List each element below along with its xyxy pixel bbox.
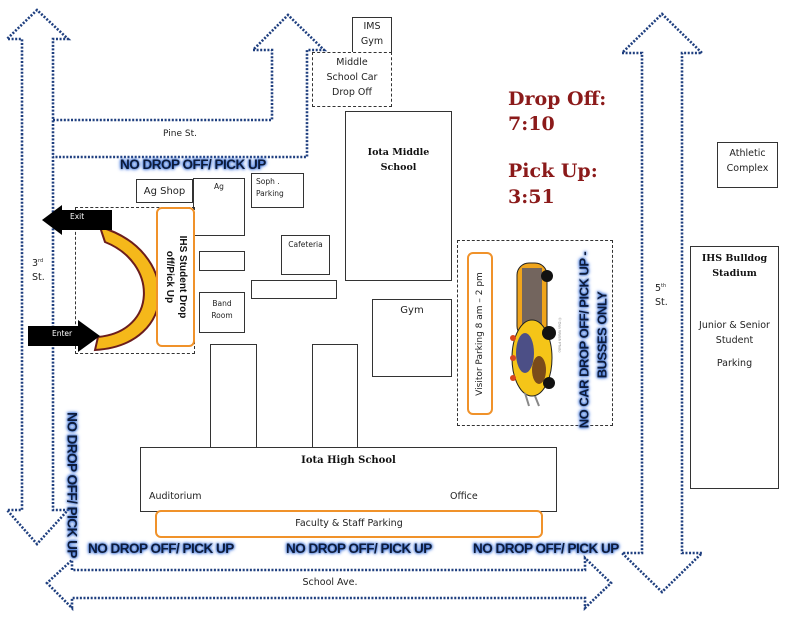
student-dropoff-label-1: IHS Student Drop	[176, 235, 188, 319]
small-building-1	[199, 251, 245, 271]
dropoff-label: Drop Off:	[508, 88, 607, 110]
pine-street-road-arrow	[53, 13, 328, 159]
third-street-road-arrow	[3, 8, 72, 546]
bus-zone	[457, 240, 613, 426]
visitor-parking-zone: Visitor Parking 8 am – 2 pm	[467, 252, 493, 415]
ms-car-dropoff-label-2: School Car	[326, 72, 378, 84]
no-dropoff-warning-bottom-1: NO DROP OFF/ PICK UP	[88, 541, 234, 556]
ims-gym-building: IMS Gym	[352, 17, 392, 54]
no-dropoff-warning-top: NO DROP OFF/ PICK UP	[120, 157, 266, 172]
bus-caption-text: © Dan Walsh Photo	[557, 317, 563, 353]
iota-middle-label-1: Iota Middle	[367, 147, 430, 158]
pickup-time: 3:51	[508, 186, 555, 208]
dropoff-time: 7:10	[508, 113, 555, 135]
visitor-parking-label: Visitor Parking 8 am – 2 pm	[475, 271, 485, 396]
athletic-label-1: Athletic	[729, 148, 766, 159]
third-suffix: St.	[32, 272, 45, 284]
bus-warning-line2: BUSSES ONLY	[592, 280, 612, 390]
faculty-staff-parking: Faculty & Staff Parking	[155, 510, 543, 538]
ag-shop-label: Ag Shop	[143, 186, 186, 197]
soph-parking-lot: Soph . Parking	[251, 173, 304, 208]
school-ave-road-arrow	[45, 554, 613, 612]
corridor-building	[251, 280, 337, 299]
soph-label-2: Parking	[256, 188, 284, 198]
ms-car-dropoff-label-1: Middle	[336, 57, 368, 68]
cafeteria-label: Cafeteria	[288, 240, 323, 249]
gym-label: Gym	[400, 305, 424, 316]
fifth-street-road-arrow	[618, 12, 706, 594]
band-label-1: Band	[212, 299, 232, 308]
stadium-parking-1: Junior & Senior	[699, 320, 770, 331]
ag-shop-building: Ag Shop	[136, 179, 193, 203]
bus-warning-text2: BUSSES ONLY	[594, 291, 610, 379]
gym-building: Gym	[372, 299, 452, 377]
pickup-label: Pick Up:	[508, 160, 598, 182]
no-dropoff-warning-bottom-2: NO DROP OFF/ PICK UP	[286, 541, 432, 556]
third-sup: rd	[38, 257, 44, 264]
enter-label: Enter	[52, 329, 73, 338]
auditorium-label: Auditorium	[149, 491, 202, 502]
ag-label: Ag	[214, 182, 224, 191]
iota-high-label: Iota High School	[301, 455, 396, 466]
exit-label: Exit	[70, 212, 85, 221]
ag-building: Ag	[193, 178, 245, 236]
fifth-suffix: St.	[655, 297, 668, 309]
cafeteria-building: Cafeteria	[281, 235, 330, 275]
third-num: 3	[32, 258, 39, 269]
left-warning-text: NO DROP OFF/ PICK UP	[64, 412, 80, 558]
enter-arrow: Enter	[28, 320, 100, 352]
bus-warning-text1: NO CAR DROP OFF/ PICK UP -	[576, 251, 592, 429]
no-dropoff-warning-bottom-3: NO DROP OFF/ PICK UP	[473, 541, 619, 556]
iota-middle-label-2: School	[380, 162, 417, 174]
school-ave-label: School Ave.	[302, 577, 358, 588]
bus-photo-caption: © Dan Walsh Photo	[555, 270, 565, 400]
school-bus-icon	[510, 262, 556, 407]
soph-label-1: Soph .	[256, 177, 280, 186]
stadium-title-2: Stadium	[712, 267, 757, 279]
office-label: Office	[450, 491, 478, 502]
stadium-parking-3: Parking	[716, 358, 753, 369]
athletic-label-2: Complex	[726, 162, 769, 174]
iota-high-school-building: Iota High School Auditorium Office	[140, 447, 557, 512]
no-dropoff-warning-left: NO DROP OFF/ PICK UP	[60, 400, 84, 570]
wing-building-2	[312, 344, 358, 448]
ims-gym-label-2: Gym	[360, 35, 384, 47]
ims-gym-label-1: IMS	[363, 21, 381, 32]
band-label-2: Room	[211, 310, 233, 320]
exit-arrow: Exit	[42, 205, 112, 235]
pine-street-label: Pine St.	[163, 129, 197, 139]
stadium-title-1: IHS Bulldog	[701, 253, 768, 264]
faculty-parking-label: Faculty & Staff Parking	[295, 518, 403, 529]
fifth-num: 5	[655, 283, 662, 294]
ms-car-dropoff-label-3: Drop Off	[332, 87, 372, 99]
stadium-parking-2: Student	[715, 334, 754, 346]
wing-building-1	[210, 344, 257, 448]
fifth-sup: th	[661, 282, 667, 289]
student-dropoff-label-2: off/Pick Up	[163, 250, 175, 304]
